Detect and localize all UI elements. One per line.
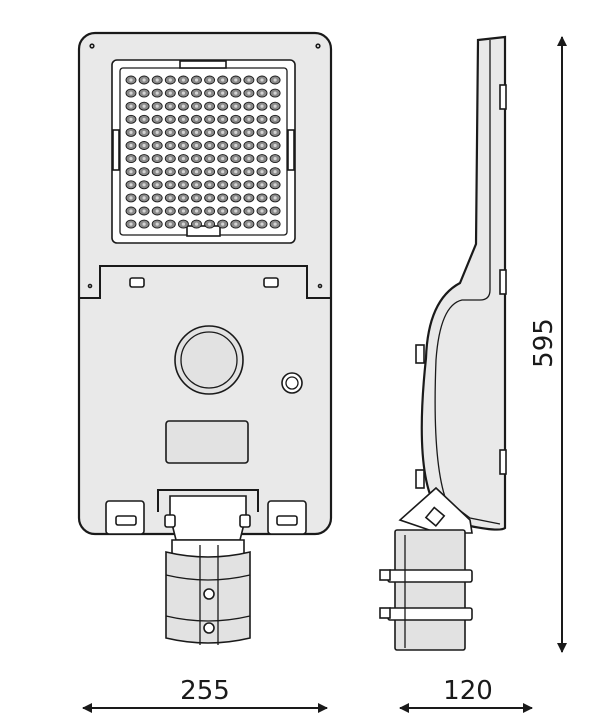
led-array (125, 75, 281, 229)
dimension-width: 255 (82, 676, 328, 713)
label-window (165, 420, 249, 464)
side-housing (420, 35, 507, 531)
dimension-depth-label: 120 (443, 676, 493, 706)
dimension-height: 595 (529, 36, 567, 653)
sensor-window (174, 325, 244, 395)
pole-adapter-side (379, 529, 473, 651)
module-bracket (80, 265, 330, 299)
pole-adapter-front (164, 495, 251, 645)
dimension-depth: 120 (399, 676, 533, 713)
dimension-width-label: 255 (180, 676, 230, 706)
side-view (379, 35, 507, 651)
indicator-light (281, 372, 303, 394)
led-module (111, 59, 296, 244)
front-view (77, 31, 333, 645)
dimension-height-label: 595 (529, 318, 559, 368)
